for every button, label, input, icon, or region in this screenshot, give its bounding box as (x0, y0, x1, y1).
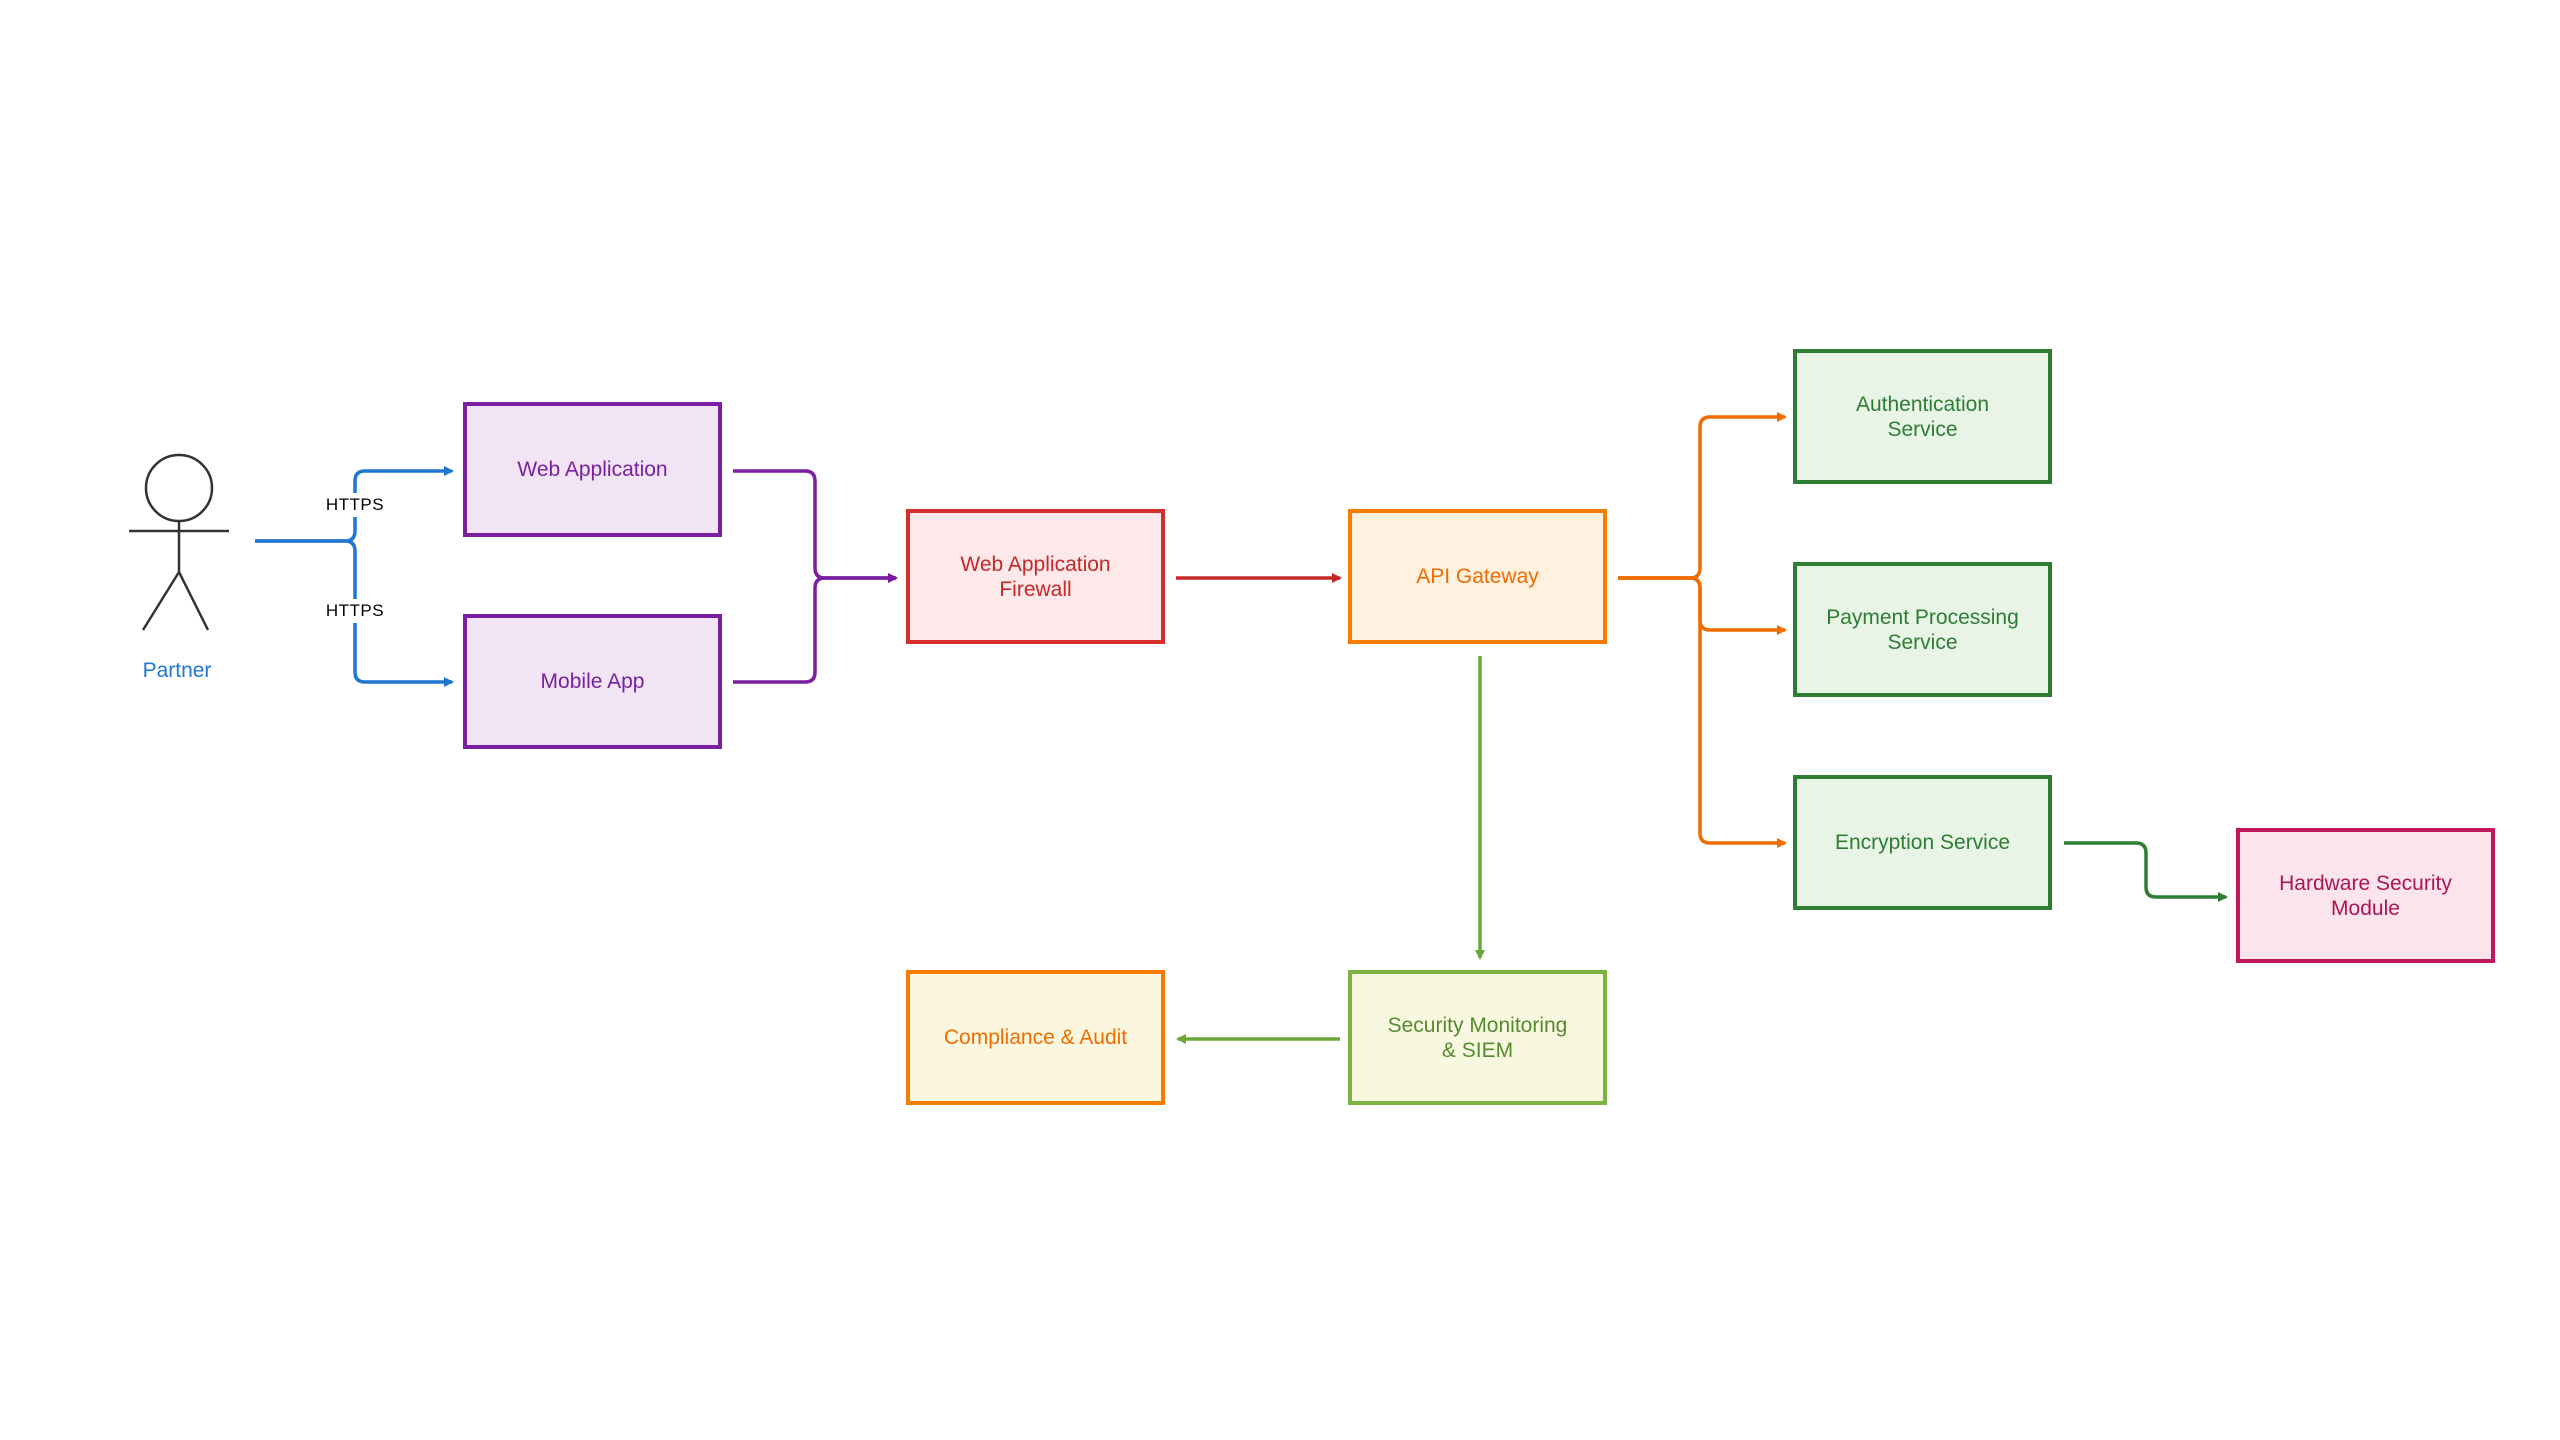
web-application-node[interactable]: Web Application (463, 402, 722, 537)
auth-service-label: Authentication Service (1855, 392, 1990, 441)
api-gateway-node[interactable]: API Gateway (1348, 509, 1607, 644)
compliance-label: Compliance & Audit (943, 1026, 1128, 1049)
edge-label-https-mobile: HTTPS (321, 599, 389, 623)
encryption-service-label: Encryption Service (1834, 831, 2011, 854)
edge-label-https-web: HTTPS (321, 493, 389, 517)
mobile-app-label: Mobile App (540, 670, 645, 693)
partner-actor-icon (129, 453, 229, 631)
siem-label: Security Monitoring & SIEM (1387, 1013, 1568, 1062)
web-application-label: Web Application (517, 458, 668, 481)
edge-mobile-waf (733, 573, 898, 684)
auth-service-node[interactable]: Authentication Service (1793, 349, 2052, 484)
edge-gateway-encryption (1618, 576, 1787, 848)
mobile-app-node[interactable]: Mobile App (463, 614, 722, 749)
edge-gateway-auth (1618, 412, 1787, 580)
encryption-service-node[interactable]: Encryption Service (1793, 775, 2052, 910)
edge-encryption-hsm (2064, 841, 2228, 902)
payment-service-node[interactable]: Payment Processing Service (1793, 562, 2052, 697)
compliance-node[interactable]: Compliance & Audit (906, 970, 1165, 1105)
waf-label: Web Application Firewall (960, 552, 1111, 601)
edge-web-waf (733, 469, 898, 583)
siem-node[interactable]: Security Monitoring & SIEM (1348, 970, 1607, 1105)
partner-label: Partner (142, 659, 212, 682)
hsm-label: Hardware Security Module (2279, 871, 2452, 920)
hsm-node[interactable]: Hardware Security Module (2236, 828, 2495, 963)
api-gateway-label: API Gateway (1416, 565, 1539, 588)
waf-node[interactable]: Web Application Firewall (906, 509, 1165, 644)
payment-service-label: Payment Processing Service (1826, 605, 2019, 654)
